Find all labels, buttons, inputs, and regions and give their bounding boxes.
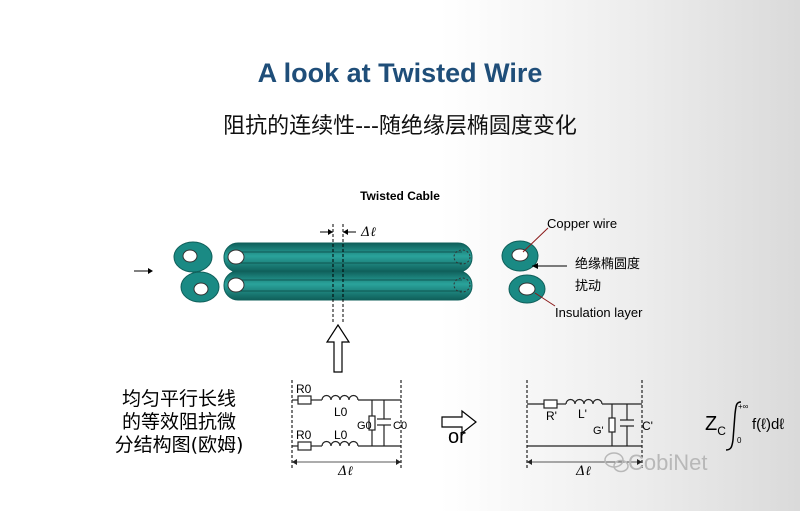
right-cross-section bbox=[501, 240, 546, 304]
copper-wire-label: Copper wire bbox=[547, 216, 618, 231]
wechat-icon bbox=[604, 452, 629, 473]
left-g-label: G0 bbox=[357, 420, 372, 432]
right-l-label: L' bbox=[578, 407, 587, 421]
left-c-label: C0 bbox=[393, 420, 407, 432]
integrand: f(ℓ)dℓ bbox=[752, 416, 785, 433]
left-r-bottom-label: R0 bbox=[296, 428, 312, 442]
up-arrow-icon bbox=[325, 323, 351, 373]
integral-lower-limit: 0 bbox=[737, 436, 742, 445]
left-cross-section bbox=[173, 241, 220, 303]
left-r-top-label: R0 bbox=[296, 382, 312, 396]
left-l-bottom-label: L0 bbox=[334, 428, 348, 442]
twisted-cable bbox=[223, 242, 473, 301]
or-label: or bbox=[448, 426, 466, 448]
callout-lines bbox=[522, 227, 567, 307]
watermark-text: CobiNet bbox=[628, 450, 708, 475]
right-c-label: C' bbox=[642, 419, 653, 433]
cable-delta-label: Δℓ bbox=[360, 225, 376, 240]
right-equivalent-circuit bbox=[526, 380, 643, 470]
input-arrow-icon bbox=[134, 268, 153, 274]
integral-icon bbox=[725, 401, 742, 451]
insulation-distortion-label: 绝缘椭圆度扰动 bbox=[575, 257, 641, 294]
model-description: 均匀平行长线的等效阻抗微分结构图(欧姆) bbox=[114, 388, 244, 456]
impedance-z: Z bbox=[705, 413, 718, 435]
page-subtitle: 阻抗的连续性---随绝缘层椭圆度变化 bbox=[223, 114, 577, 139]
impedance-subscript: C bbox=[717, 424, 726, 438]
twisted-cable-label: Twisted Cable bbox=[360, 189, 440, 203]
right-arrow-icon bbox=[441, 409, 477, 435]
left-equivalent-circuit bbox=[291, 380, 402, 470]
left-l-top-label: L0 bbox=[334, 405, 348, 419]
page-title: A look at Twisted Wire bbox=[257, 58, 543, 88]
right-g-label: G' bbox=[593, 425, 604, 437]
left-delta-label: Δℓ bbox=[337, 464, 353, 479]
right-delta-label: Δℓ bbox=[575, 464, 591, 479]
delta-l-marker bbox=[320, 224, 356, 322]
insulation-layer-label: Insulation layer bbox=[555, 305, 643, 320]
impedance-symbol: ZC bbox=[705, 413, 726, 438]
right-r-label: R' bbox=[546, 409, 557, 423]
integral-upper-limit: +∞ bbox=[738, 402, 749, 411]
